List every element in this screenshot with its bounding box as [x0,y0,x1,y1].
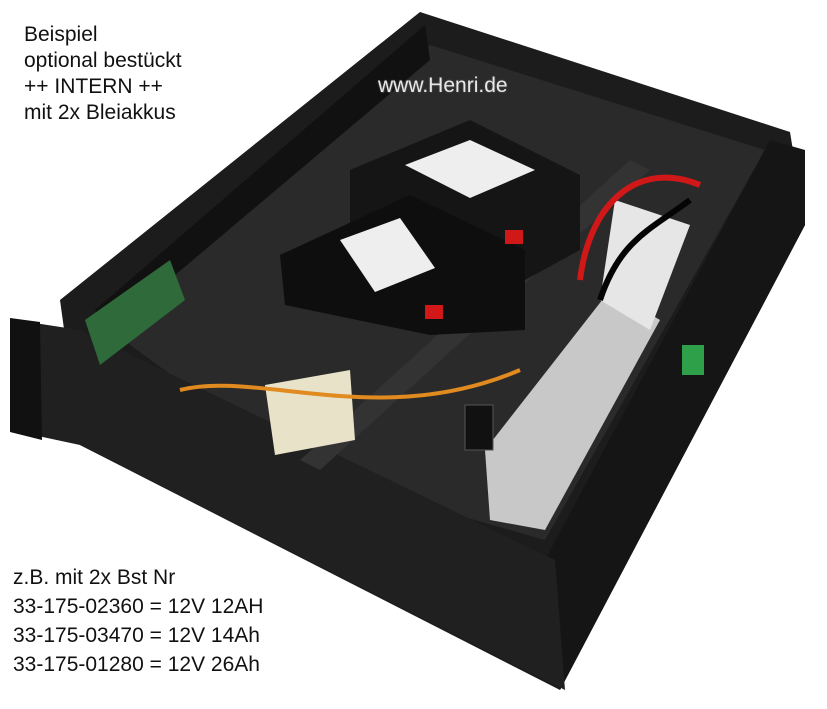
caption-line: ++ INTERN ++ [24,75,163,98]
green-connector [682,345,704,375]
terminal-block [600,200,690,330]
battery-terminal [505,230,523,244]
caption-line: 33-175-01280 = 12V 26Ah [13,653,260,676]
pcb-board [85,260,185,365]
caption-line: 33-175-03470 = 12V 14Ah [13,624,260,647]
watermark: www.Henri.de [378,74,508,97]
bottom-caption: z.B. mit 2x Bst Nr 33-175-02360 = 12V 12… [13,563,263,679]
transformer [265,370,355,455]
battery-back-label [405,140,535,198]
caption-heading: z.B. mit 2x Bst Nr [13,566,176,589]
caption-line: 33-175-02360 = 12V 12AH [13,595,264,618]
front-panel [10,320,565,690]
battery-terminal [425,305,443,319]
caption-line: optional bestückt [24,49,182,72]
caption-line: mit 2x Bleiakkus [24,101,176,124]
capacitor [464,404,494,451]
left-rack-ear [10,318,42,440]
back-panel [95,25,430,330]
caption-line: Beispiel [24,23,98,46]
cable-black [597,197,692,301]
battery-front-label [340,218,435,292]
right-panel [545,140,805,690]
heatsink [485,290,660,530]
top-caption: Beispiel optional bestückt ++ INTERN ++ … [24,22,182,126]
cable-red [577,174,702,281]
cable-bundle [179,368,521,400]
